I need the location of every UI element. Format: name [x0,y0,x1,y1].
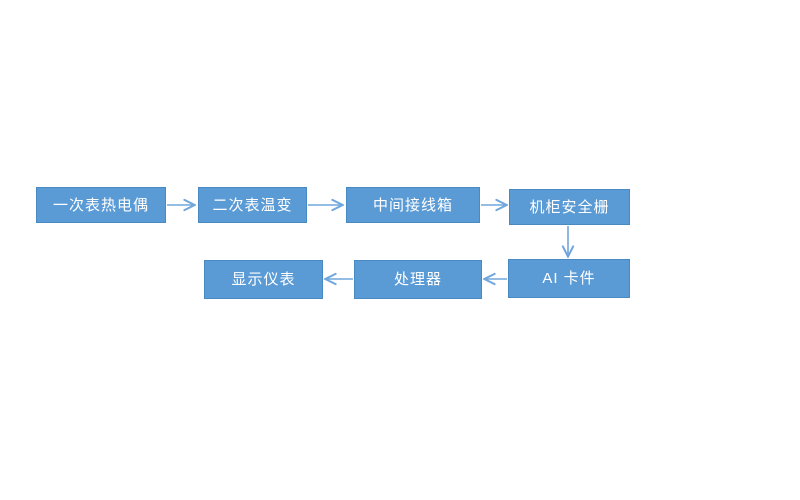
node-secondary-transmitter-label: 二次表温变 [212,196,293,214]
node-processor-label: 处理器 [393,271,442,288]
node-cabinet-safety-barrier-label: 机柜安全栅 [529,198,610,216]
node-display-instrument-label: 显示仪表 [231,271,296,288]
node-cabinet-safety-barrier: 机柜安全栅 [509,189,630,225]
node-junction-box-label: 中间接线箱 [372,196,453,214]
node-ai-card: AI 卡件 [508,259,630,298]
node-primary-thermocouple-label: 一次表热电偶 [52,196,149,214]
node-processor: 处理器 [354,260,482,299]
node-secondary-transmitter: 二次表温变 [198,187,307,223]
node-ai-card-label: AI 卡件 [542,270,596,287]
node-display-instrument: 显示仪表 [204,260,323,299]
node-primary-thermocouple: 一次表热电偶 [36,187,166,223]
node-junction-box: 中间接线箱 [346,187,480,223]
